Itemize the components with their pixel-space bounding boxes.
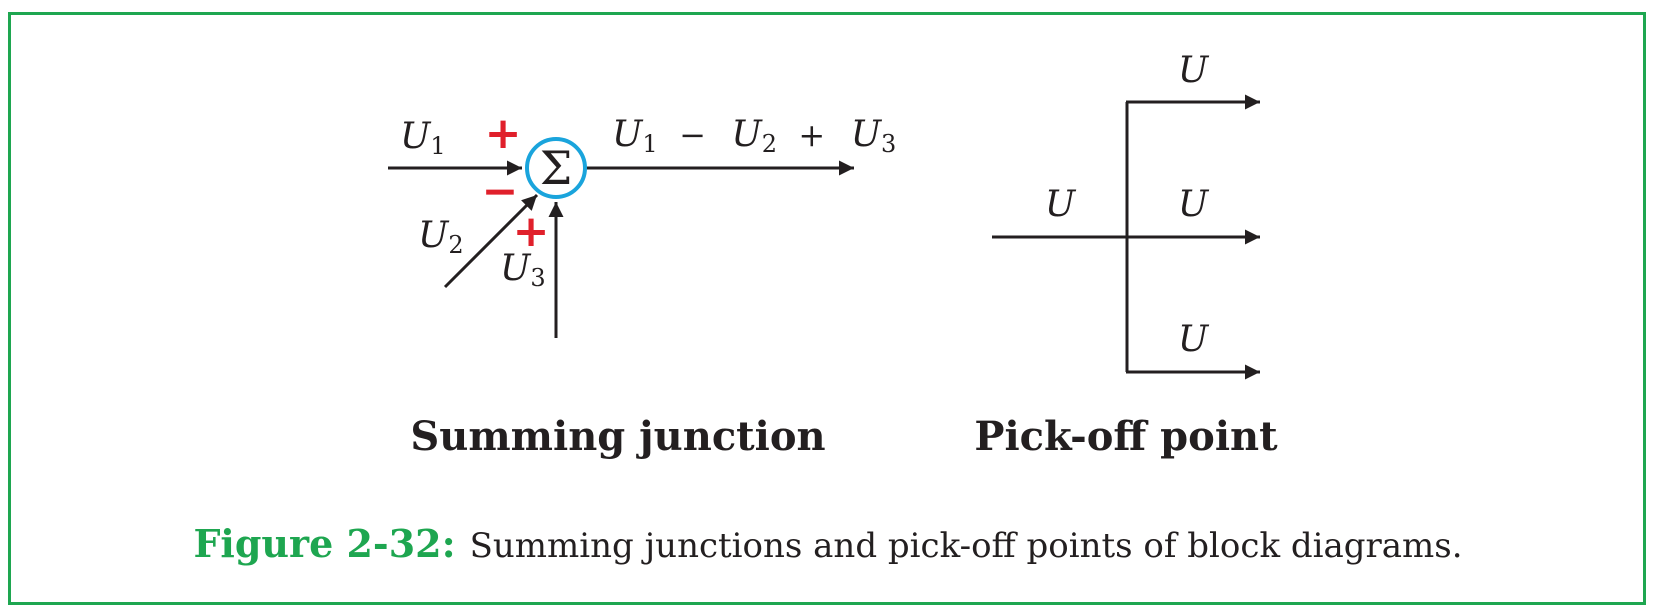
caption-text: Summing junctions and pick-off points of… — [470, 526, 1463, 566]
pickoff-middle-label: U — [1178, 184, 1210, 225]
input3-sign: + — [513, 206, 550, 257]
summing-circle — [525, 137, 587, 199]
pick-off-point-title: Pick-off point — [974, 413, 1278, 460]
pick-off-point-diagram: U U U U Pick-off point — [974, 50, 1278, 460]
summing-junction-title: Summing junction — [410, 413, 825, 460]
summing-junction-diagram: Σ U1 + U2 − U3 + U1 − U2 + U3 Summing ju… — [388, 108, 896, 460]
pickoff-input-label: U — [1045, 184, 1077, 225]
caption-label: Figure 2-32: — [193, 521, 455, 566]
input1-label: U1 — [400, 116, 446, 160]
pickoff-top-label: U — [1178, 50, 1210, 91]
input1-sign: + — [485, 108, 522, 159]
figure-frame — [8, 12, 1646, 605]
sigma-symbol: Σ — [540, 141, 573, 195]
input2-sign: − — [482, 166, 519, 217]
pickoff-bottom-label: U — [1178, 319, 1210, 360]
input2-arrow — [443, 193, 539, 289]
output-expression: U1 − U2 + U3 — [612, 114, 896, 161]
input2-label: U2 — [418, 215, 464, 259]
figure-caption: Figure 2-32: Summing junctions and pick-… — [193, 521, 1462, 566]
input3-label: U3 — [500, 248, 546, 292]
